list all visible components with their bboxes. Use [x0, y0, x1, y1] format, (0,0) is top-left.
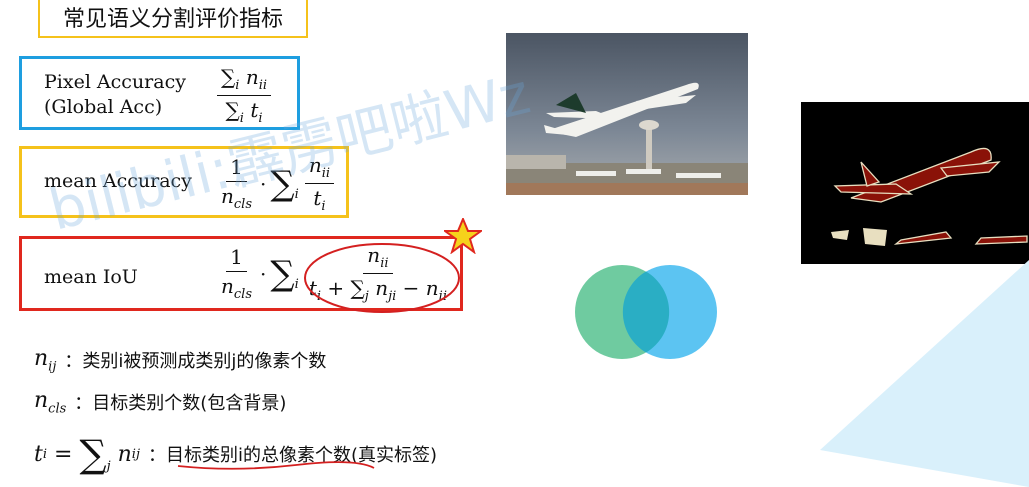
star-icon: [444, 218, 482, 254]
decorative-triangle: [820, 260, 1029, 487]
iou-highlight-ellipse: [304, 243, 460, 313]
mean-accuracy-label: mean Accuracy: [44, 170, 192, 192]
venn-diagram: [575, 265, 717, 359]
def-ncls: ncls：目标类别个数(包含背景): [34, 388, 287, 417]
underline-annotation: [177, 461, 375, 470]
mean-iou-label: mean IoU: [44, 266, 138, 288]
pixel-accuracy-box: Pixel Accuracy (Global Acc) ∑i nii∑i ti: [19, 56, 300, 130]
pixel-accuracy-formula: ∑i nii∑i ti: [217, 65, 272, 126]
def-ti-text: ：目标类别i的总像素个数(真实标签): [147, 445, 438, 466]
pixel-accuracy-label: Pixel Accuracy: [44, 71, 186, 93]
def-nij: nij：类别i被预测成类别j的像素个数: [34, 346, 327, 375]
def-ncls-text: ：目标类别个数(包含背景): [74, 393, 287, 415]
photo-airplane: [506, 33, 748, 195]
segmentation-mask: [801, 102, 1029, 264]
def-nij-text: ：类别i被预测成类别j的像素个数: [64, 351, 327, 373]
page-title: 常见语义分割评价指标: [38, 0, 308, 38]
global-acc-label: (Global Acc): [44, 96, 163, 118]
